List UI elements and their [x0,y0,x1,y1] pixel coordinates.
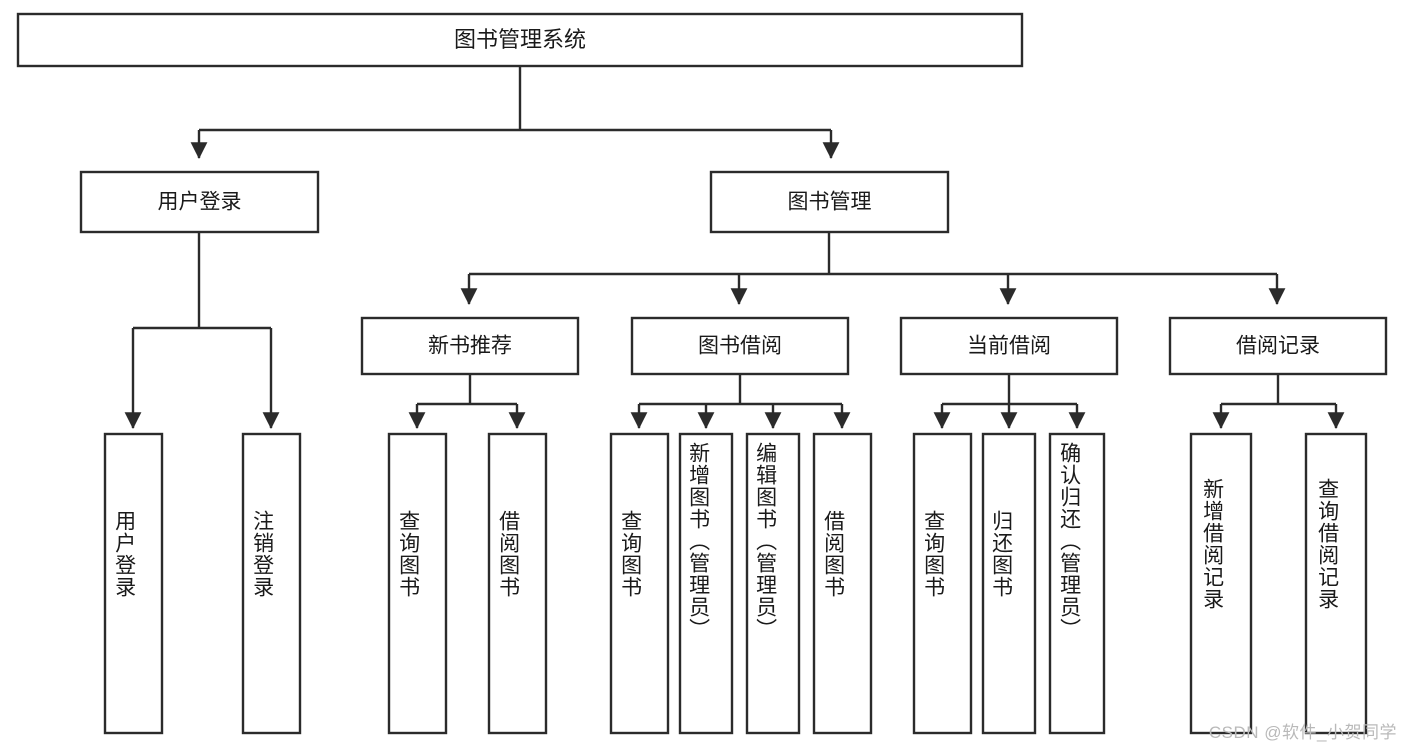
leaf-box-borrow-book-1[interactable] [487,432,548,735]
node-book-borrow[interactable]: 图书借阅 [630,316,850,376]
new-book-recommend-box [360,316,580,376]
leaf-boxes [103,432,1368,735]
leaf-box-add-book[interactable] [678,432,734,735]
leaf-box-return-book[interactable] [981,432,1037,735]
node-borrow-record[interactable]: 借阅记录 [1168,316,1388,376]
connector-root-to-level2 [190,66,840,160]
connector-book-borrow-to-leaves [630,374,851,430]
leaf-box-query-record[interactable] [1304,432,1368,735]
user-login-label: 用户登录 [158,191,242,214]
connector-current-borrow-to-leaves [933,374,1086,430]
leaf-box-confirm-return[interactable] [1048,432,1106,735]
current-borrow-label: 当前借阅 [967,335,1051,358]
node-new-book-recommend[interactable]: 新书推荐 [360,316,580,376]
node-root[interactable]: 图书管理系统 [16,12,1024,68]
connector-user-login-to-leaves [124,232,280,430]
connector-new-book-recommend-to-leaves [408,374,526,430]
leaf-box-edit-book[interactable] [745,432,801,735]
leaf-box-query-book-1[interactable] [387,432,448,735]
borrow-record-label: 借阅记录 [1236,335,1320,358]
book-management-label: 图书管理 [788,191,872,214]
new-book-recommend-label: 新书推荐 [428,335,512,358]
leaf-box-borrow-book-2[interactable] [812,432,873,735]
node-user-login[interactable]: 用户登录 [79,170,320,234]
node-book-management[interactable]: 图书管理 [709,170,950,234]
root-label: 图书管理系统 [454,27,586,52]
leaf-box-logout[interactable] [241,432,302,735]
watermark-text: CSDN @软件_小贺同学 [1208,723,1397,742]
connector-book-management-to-level3 [460,232,1286,306]
node-current-borrow[interactable]: 当前借阅 [899,316,1119,376]
leaf-box-query-book-3[interactable] [912,432,973,735]
connector-borrow-record-to-leaves [1212,374,1345,430]
current-borrow-box [899,316,1119,376]
root-box [16,12,1024,68]
leaf-box-user-login[interactable] [103,432,164,735]
leaf-box-add-record[interactable] [1189,432,1253,735]
leaf-box-query-book-2[interactable] [609,432,670,735]
user-login-box [79,170,320,234]
book-borrow-label: 图书借阅 [698,335,782,358]
